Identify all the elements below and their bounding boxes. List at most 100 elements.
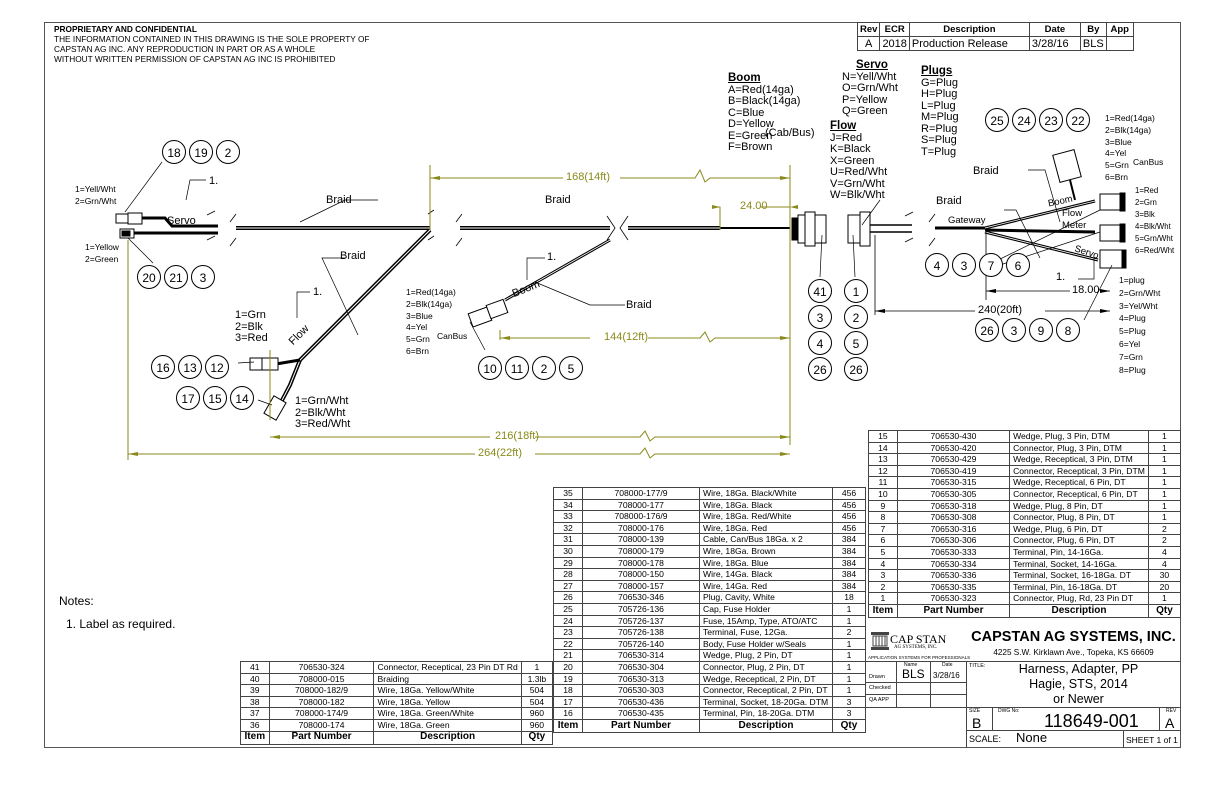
item-balloon: 25 xyxy=(985,108,1009,132)
bom-qty: 1 xyxy=(1147,476,1182,489)
dimension-18: 18.00 xyxy=(1072,284,1100,296)
pin-label: 2=Grn/Wht xyxy=(75,195,117,206)
bom-description: Terminal, Pin, 18-20Ga. DTM xyxy=(699,707,833,720)
bom-description: Terminal, Pin, 14-16Ga. xyxy=(1009,545,1149,559)
rev-by: BLS xyxy=(1079,36,1107,51)
legend-item: K=Black xyxy=(830,143,871,155)
item-balloon: 15 xyxy=(203,386,227,410)
braid-label: Braid xyxy=(326,194,352,206)
bom-part-number: 706530-308 xyxy=(896,511,1011,524)
braid-label: Braid xyxy=(340,250,366,262)
bom-qty: 384 xyxy=(832,544,866,558)
bom-description: Connector, Plug, 3 Pin, DTM xyxy=(1009,441,1149,455)
item-balloon: 3 xyxy=(808,305,832,329)
item-balloon: 2 xyxy=(216,140,240,164)
divider xyxy=(966,661,967,748)
item-balloon: 17 xyxy=(176,386,200,410)
legend-plugs-title: Plugs xyxy=(921,65,953,77)
legend-item: Q=Green xyxy=(842,105,888,117)
bom-qty: 2 xyxy=(1147,534,1182,547)
dimension-264: 264(22ft) xyxy=(478,447,523,459)
drawn-name: BLS xyxy=(902,667,925,681)
legend-item: E=Green xyxy=(728,129,773,142)
bom-qty: 30 xyxy=(1147,569,1182,582)
dimension-144: 144(12ft) xyxy=(604,331,649,343)
bom-item: 15 xyxy=(868,430,898,443)
pin-label: 4=Yel xyxy=(1105,148,1127,159)
bom-part-number: 706530-346 xyxy=(582,591,700,604)
proprietary-line: THE INFORMATION CONTAINED IN THIS DRAWIN… xyxy=(54,34,370,44)
bom-item: 27 xyxy=(553,579,583,593)
item-balloon: 10 xyxy=(478,356,502,380)
legend-item: B=Black(14ga) xyxy=(728,95,801,107)
flow-meter-line: Flow xyxy=(1062,208,1083,219)
item-balloon: 8 xyxy=(1056,318,1080,342)
rev-date: 3/28/16 xyxy=(1028,36,1081,51)
bom-part-number: 706530-316 xyxy=(896,522,1011,536)
bom-qty: 1 xyxy=(520,661,554,674)
bom-item: 28 xyxy=(553,568,583,581)
legend-item: A=Red(14ga) xyxy=(728,83,794,96)
bom-item: 16 xyxy=(553,707,583,720)
proprietary-notice: PROPRIETARY AND CONFIDENTIAL THE INFORMA… xyxy=(54,24,369,64)
item-balloon: 3 xyxy=(191,265,215,289)
item-balloon: 4 xyxy=(808,331,832,355)
bom-qty: 456 xyxy=(832,510,866,523)
bom-header: Item xyxy=(868,603,898,618)
pin-label: 4=Blk/Wht xyxy=(1135,222,1171,231)
bom-qty: 384 xyxy=(832,533,866,546)
pin-label: 6=Brn xyxy=(1105,171,1128,182)
item-balloon: 18 xyxy=(162,140,186,164)
bom-header: Description xyxy=(1009,603,1149,618)
bom-part-number: 708000-139 xyxy=(582,533,700,546)
bom-header: Description xyxy=(699,718,833,733)
rev-value: A xyxy=(856,36,881,51)
bom-part-number: 708000-174/9 xyxy=(268,707,375,720)
title-line: or Newer xyxy=(1053,692,1104,706)
dimension-168: 168(14ft) xyxy=(566,171,611,183)
item-balloon: 6 xyxy=(1006,253,1030,277)
item-balloon: 3 xyxy=(952,253,976,277)
bom-qty: 456 xyxy=(832,498,866,512)
company-address: 4225 S.W. Kirklawn Ave., Topeka, KS 6660… xyxy=(993,648,1154,657)
servo-cable-left xyxy=(128,216,430,235)
pin-label: 6=Red/Wht xyxy=(1135,246,1175,255)
proprietary-line: WITHOUT WRITTEN PERMISSION OF CAPSTAN AG… xyxy=(54,54,336,64)
bom-qty: 960 xyxy=(520,718,554,732)
braid-label: Braid xyxy=(545,194,571,206)
bom-part-number: 706530-315 xyxy=(896,476,1011,489)
bom-item: 8 xyxy=(868,511,898,524)
bom-item: 12 xyxy=(868,464,898,478)
dimension-lines xyxy=(127,165,791,460)
bom-part-number: 706530-429 xyxy=(896,453,1011,466)
legend-boom-note: (Cab/Bus) xyxy=(765,127,815,139)
bom-qty: 1 xyxy=(1147,430,1182,443)
pin-label: 4=Yel xyxy=(406,322,428,333)
bom-item: 9 xyxy=(868,499,898,513)
right-servo-pins: 1=plug 2=Grn/Wht 3=Yel/Wht 4=Plug 5=Plug… xyxy=(1119,274,1160,376)
flow-receptacle-pins: 1=Grn 2=Blk 3=Red xyxy=(235,309,268,345)
pin-label: 3=Red/Wht xyxy=(295,418,351,430)
bom-header: Part Number xyxy=(582,718,700,733)
bom-description: Braiding xyxy=(373,672,522,686)
legend-item: P=Yellow xyxy=(842,93,888,106)
bom-description: Wedge, Plug, 8 Pin, DT xyxy=(1009,499,1149,513)
bom-item: 2 xyxy=(868,580,898,594)
sheet-number: SHEET 1 of 1 xyxy=(1126,735,1178,745)
bom-description: Connector, Plug, 8 Pin, DT xyxy=(1009,511,1149,524)
divider xyxy=(992,707,993,730)
legend-item: S=Plug xyxy=(921,134,957,146)
note-item: 1. Label as required. xyxy=(66,617,176,631)
bom-part-number: 708000-015 xyxy=(268,672,375,686)
